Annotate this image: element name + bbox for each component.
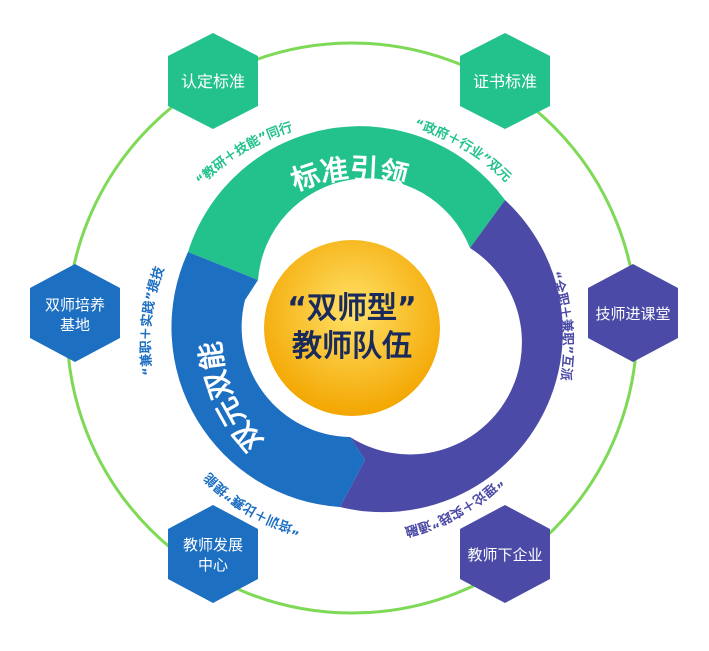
hexagon-label: 技师进课堂 — [595, 305, 670, 323]
hexagon-certification-standard: 认定标准 — [168, 33, 258, 129]
hexagon-teacher-development-center: 教师发展 中心 — [168, 505, 258, 603]
hexagon-label-line2: 中心 — [198, 556, 228, 574]
segment-ring — [171, 126, 563, 513]
center-title-line1: “双师型” — [287, 291, 416, 326]
hexagon-dual-teacher-base: 双师培养 基地 — [30, 264, 120, 362]
hexagon-certificate-standard: 证书标准 — [460, 33, 550, 129]
segment-dual-ability — [171, 252, 365, 507]
segment-standard — [188, 126, 505, 280]
hexagon-label-line2: 基地 — [60, 316, 90, 334]
hexagon-label: 教师下企业 — [467, 546, 542, 564]
arc-label-6: “兼职＋实践”提技 — [138, 263, 168, 376]
hexagon-label-line1: 双师培养 — [45, 296, 105, 314]
hexagon-label: 认定标准 — [181, 72, 245, 91]
segment-flow — [340, 200, 563, 513]
core-circle — [264, 240, 440, 416]
hexagon-teacher-enterprise: 教师下企业 — [460, 505, 550, 603]
hexagon-technician-classroom: 技师进课堂 — [588, 264, 678, 362]
hexagon-label: 证书标准 — [473, 72, 537, 91]
center-title-line2: 教师队伍 — [292, 329, 412, 364]
hexagon-label-line1: 教师发展 — [183, 536, 243, 554]
